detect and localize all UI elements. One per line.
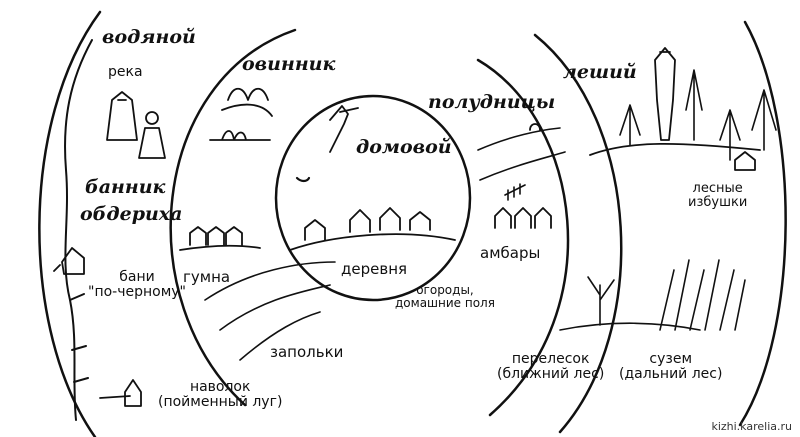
- label-bani-line2: "по-черному": [88, 283, 186, 300]
- label-suzem: сузем (дальний лес): [619, 352, 722, 381]
- river-tick-3: [73, 377, 89, 383]
- label-poludnitsy: полудницы: [428, 91, 556, 113]
- tree-4: [751, 89, 777, 151]
- label-gumna: гумна: [183, 268, 231, 286]
- forest-hut: [734, 151, 756, 171]
- poludnitsy-field-2: [479, 151, 566, 181]
- river-crossing: [99, 395, 131, 399]
- gumna-ground: [179, 244, 261, 251]
- label-bannik: банник: [85, 176, 166, 198]
- tree-2: [685, 69, 703, 141]
- domovoy-figure: [329, 105, 359, 153]
- label-navolok-line2: (пойменный луг): [158, 393, 283, 410]
- ovinnik-fire: [209, 130, 271, 141]
- bush-1: [587, 276, 615, 326]
- label-ogorody: огороды, домашние поля: [395, 284, 495, 309]
- outer-right-arc: [533, 33, 623, 434]
- leshiy-figure: [654, 47, 676, 141]
- hut-on-river: [124, 379, 142, 407]
- ambary-sheds: [494, 207, 552, 229]
- label-derevnya: деревня: [341, 260, 408, 278]
- label-reka: река: [108, 64, 143, 80]
- label-lesnye-line1: лесные: [692, 181, 743, 196]
- ovinnik-creature: [221, 87, 273, 117]
- label-leshiy: леший: [563, 61, 637, 83]
- label-ambary: амбары: [480, 244, 541, 262]
- label-perelesok-line2: (ближний лес): [497, 365, 605, 382]
- inner-left-arc: [169, 28, 297, 407]
- furrow-3: [239, 311, 321, 361]
- tree-1: [619, 104, 641, 146]
- label-zapolki: запольки: [270, 343, 344, 361]
- river-line: [64, 39, 93, 421]
- label-lesnye-line2: избушки: [688, 194, 748, 210]
- forest-ground: [589, 142, 761, 156]
- poludnitsy-sun: [529, 123, 541, 131]
- label-perelesok-line1: перелесок: [511, 351, 590, 367]
- village-houses: [304, 207, 431, 241]
- label-ogorody-line1: огороды,: [416, 283, 474, 297]
- river-tick-2: [71, 345, 87, 351]
- outer-left-arc: [38, 10, 102, 437]
- village-ground: [289, 233, 456, 251]
- far-right-arc: [738, 20, 787, 427]
- label-suzem-line2: (дальний лес): [619, 365, 723, 382]
- label-bani-line1: бани: [119, 269, 155, 285]
- label-domovoy: домовой: [356, 136, 452, 158]
- fence: [504, 183, 526, 201]
- vodyanoy-figure: [106, 91, 138, 141]
- domovoy-moon: [295, 176, 311, 183]
- label-suzem-line1: сузем: [649, 351, 693, 367]
- label-lesnye-izbushki: лесные избушки: [688, 182, 747, 209]
- label-navolok-line1: наволок: [189, 379, 251, 395]
- river-tick-1: [69, 293, 85, 301]
- label-ovinnik: овинник: [242, 53, 336, 75]
- furrow-2: [219, 284, 331, 331]
- label-vodyanoy: водяной: [102, 26, 196, 48]
- label-obderikha: обдериха: [80, 203, 183, 225]
- obderikha-figure-body: [138, 127, 166, 159]
- label-ogorody-line2: домашние поля: [395, 295, 495, 310]
- tree-3: [719, 109, 741, 161]
- obderikha-figure-head: [145, 111, 159, 125]
- label-perelesok: перелесок (ближний лес): [497, 352, 604, 381]
- gumna-sheds: [189, 226, 243, 246]
- suzem-trees: [659, 259, 746, 331]
- label-navolok: наволок (пойменный луг): [158, 380, 282, 409]
- label-bani: бани "по-черному": [88, 270, 186, 299]
- furrow-1: [204, 261, 336, 301]
- poludnitsy-field-1: [477, 127, 561, 151]
- watermark: kizhi.karelia.ru: [711, 420, 792, 433]
- village-circle: [274, 94, 472, 302]
- inner-right-arc: [476, 58, 570, 417]
- perelesok-ground: [559, 322, 701, 331]
- bathhouse-icon: [53, 247, 85, 275]
